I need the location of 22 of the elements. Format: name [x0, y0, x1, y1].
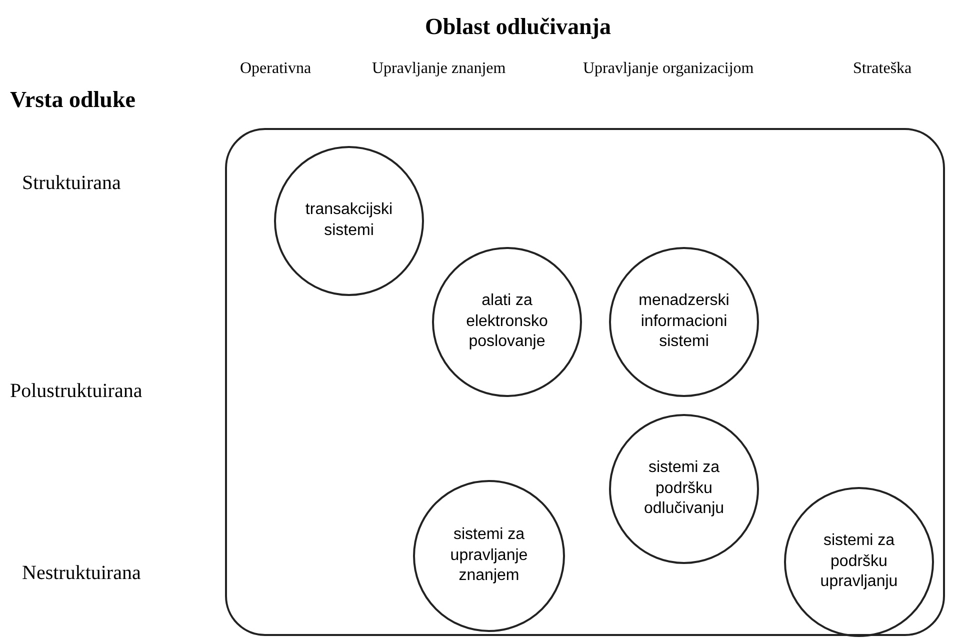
system-circle	[784, 487, 934, 637]
system-circle	[274, 146, 424, 296]
row-header: Polustruktuirana	[10, 380, 142, 403]
rounded-frame	[225, 128, 945, 636]
row-header: Struktuirana	[22, 172, 121, 195]
system-name: menadzerski informacioni sistemi	[638, 290, 730, 352]
system-circle	[432, 247, 582, 397]
column-header: Upravljanje organizacijom	[583, 60, 754, 78]
system-name: sistemi za podršku odlučivanju	[642, 458, 726, 520]
system-name: alati za elektronsko poslovanje	[465, 290, 549, 352]
row-header: Nestruktuirana	[22, 562, 141, 585]
axis-title: Oblast odlučivanja	[425, 14, 611, 40]
system-circle	[609, 247, 759, 397]
system-circle	[413, 480, 565, 632]
column-header: Operativna	[240, 60, 312, 78]
system-name: sistemi za podršku upravljanju	[819, 530, 899, 592]
axis-title: Vrsta odluke	[10, 87, 136, 113]
system-name: sistemi za upravljanje znanjem	[449, 524, 529, 586]
system-name: transakcijski sistemi	[304, 200, 394, 241]
system-circle	[609, 414, 759, 564]
column-header: Upravljanje znanjem	[372, 60, 506, 78]
column-header: Strateška	[853, 60, 912, 78]
